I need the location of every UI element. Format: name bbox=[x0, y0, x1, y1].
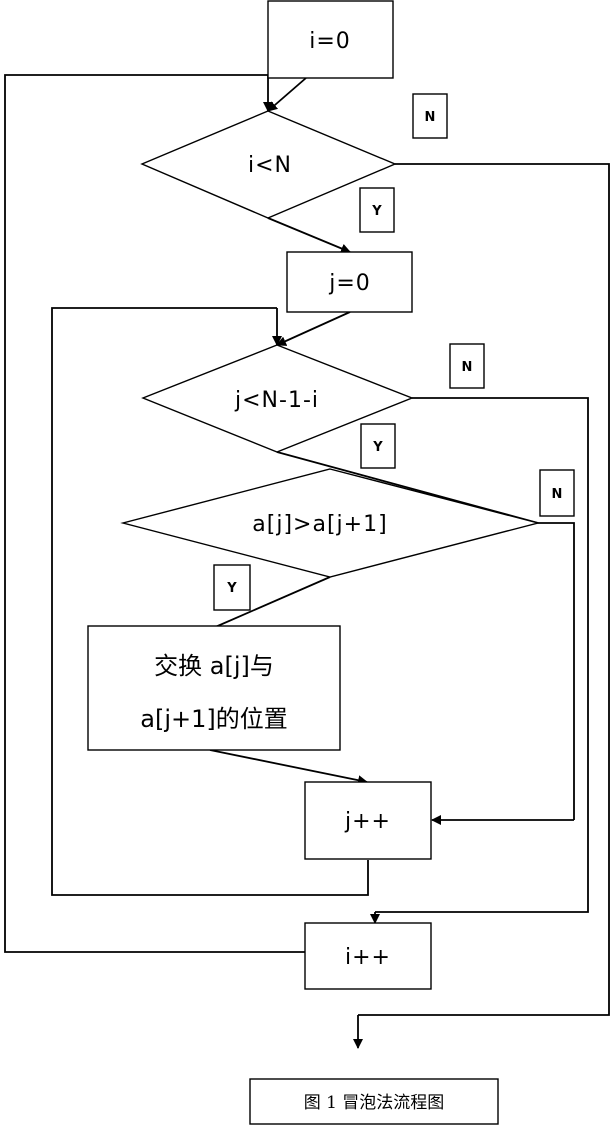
cond-j-label: j<N-1-i bbox=[234, 388, 319, 413]
inner-loop-line bbox=[51, 307, 369, 896]
swap-label-line2: a[j+1]的位置 bbox=[140, 705, 287, 733]
init-j-box: j=0 bbox=[286, 251, 413, 313]
cond-cmp-yes-line bbox=[212, 576, 331, 629]
no-tag-cond-j: N bbox=[449, 343, 485, 389]
arrow-swap-to-inc-j bbox=[209, 749, 368, 786]
caption-text: 图 1 冒泡法流程图 bbox=[304, 1093, 445, 1113]
inc-i-label: i++ bbox=[345, 945, 391, 970]
svg-text:N: N bbox=[462, 360, 473, 375]
cond-i-label: i<N bbox=[248, 153, 292, 178]
yes-tag-cond-i: Y bbox=[359, 187, 395, 233]
inc-j-box: j++ bbox=[304, 781, 432, 860]
cond-cmp-diamond: a[j]>a[j+1] bbox=[120, 468, 541, 578]
arrow-cond-i-yes bbox=[267, 217, 351, 254]
arrow-init-j-to-cond-j bbox=[276, 311, 351, 346]
init-j-label: j=0 bbox=[328, 271, 371, 296]
init-i-label: i=0 bbox=[309, 29, 351, 54]
svg-text:N: N bbox=[552, 487, 563, 502]
cond-cmp-no-line bbox=[538, 522, 575, 820]
cond-i-diamond: i<N bbox=[140, 110, 397, 219]
no-tag-cond-cmp: N bbox=[539, 469, 575, 517]
svg-text:Y: Y bbox=[371, 204, 382, 219]
svg-text:Y: Y bbox=[372, 440, 383, 455]
svg-text:N: N bbox=[425, 110, 436, 125]
cond-cmp-label: a[j]>a[j+1] bbox=[252, 512, 387, 537]
no-tag-cond-i: N bbox=[412, 93, 448, 139]
swap-label-line1: 交换 a[j]与 bbox=[154, 652, 274, 680]
inc-j-label: j++ bbox=[344, 809, 391, 834]
figure-caption: 图 1 冒泡法流程图 bbox=[249, 1078, 499, 1125]
yes-tag-cond-j: Y bbox=[360, 423, 396, 469]
svg-text:Y: Y bbox=[226, 581, 237, 596]
inc-i-box: i++ bbox=[304, 922, 432, 990]
swap-box: 交换 a[j]与 a[j+1]的位置 bbox=[87, 625, 341, 751]
cond-j-diamond: j<N-1-i bbox=[141, 344, 414, 453]
outer-loop-line bbox=[4, 74, 305, 953]
cond-j-no-line bbox=[375, 397, 589, 913]
init-i-box: i=0 bbox=[267, 0, 394, 79]
yes-tag-cond-cmp: Y bbox=[213, 564, 251, 611]
exit-line bbox=[358, 163, 610, 1016]
arrow-init-i-to-cond-i bbox=[267, 77, 307, 112]
